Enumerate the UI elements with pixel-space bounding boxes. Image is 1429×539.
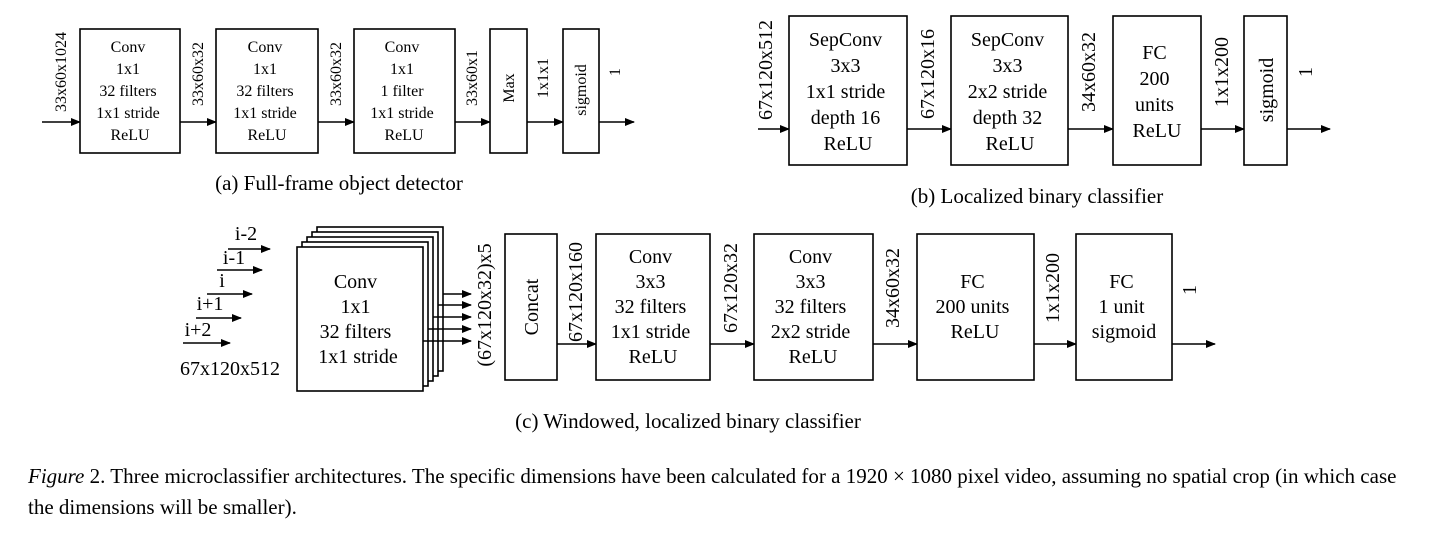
panel-c-input-label-4: i+1 [197,293,224,315]
panel-a: Conv 1x1 32 filters 1x1 stride ReLU Conv… [42,28,635,195]
panel-c-caption: (c) Windowed, localized binary classifie… [515,409,861,433]
panel-c-conv-box-2-text: Conv 3x3 32 filters 2x2 stride ReLU [771,246,855,368]
panel-c-concat-label: Concat [521,278,543,335]
panel-c-input-label-3: i [219,270,225,292]
panel-a-conv-box-3 [353,28,456,154]
figure-caption-text: 2. Three microclassifier architectures. … [28,464,1397,519]
panel-c-conv-box-2 [753,233,874,381]
panel-b: SepConv 3x3 1x1 stride depth 16 ReLU Sep… [755,15,1331,208]
panel-a-dim-2: 33x60x32 [190,42,207,106]
panel-c-fc-box-1-text: FC 200 units ReLU [936,271,1015,343]
figure-caption-label: Figure [28,464,85,488]
panel-a-sigmoid-label: sigmoid [573,64,590,116]
panel-c-stack-layer-1 [296,246,424,392]
architecture-diagram: Conv 1x1 32 filters 1x1 stride ReLU Conv… [42,15,1331,433]
panel-b-sigmoid-label: sigmoid [1256,58,1278,122]
panel-a-max-box [489,28,528,154]
panel-b-dim-4: 1x1x200 [1211,37,1233,107]
panel-b-dim-2: 67x120x16 [917,29,939,119]
panel-c-input-label-1: i-2 [235,223,257,245]
panel-c: i-2 i-1 i i+1 i+2 67x120x512 Conv 1x1 32… [180,223,1216,433]
panel-a-dim-3: 33x60x32 [328,42,345,106]
panel-a-conv-box-2-text: Conv 1x1 32 filters 1x1 stride ReLU [233,39,301,144]
panel-c-conv-stack: Conv 1x1 32 filters 1x1 stride [296,226,444,392]
panel-c-conv-box-1 [595,233,711,381]
panel-c-dim-4: 34x60x32 [882,248,904,328]
panel-c-fc-box-2 [1075,233,1173,381]
panel-c-input-label-5: i+2 [185,319,212,341]
panel-c-dim-1: (67x120x32)x5 [474,243,496,366]
panel-b-fc-box [1112,15,1202,166]
panel-c-input-label-2: i-1 [223,247,245,269]
panel-b-dim-5: 1 [1295,67,1317,77]
panel-a-conv-box-1-text: Conv 1x1 32 filters 1x1 stride ReLU [96,39,164,144]
panel-b-caption: (b) Localized binary classifier [911,184,1163,208]
panel-c-fc-box-2-text: FC 1 unit sigmoid [1092,271,1156,343]
panel-c-dim-5: 1x1x200 [1042,253,1064,323]
panel-b-sigmoid-box [1243,15,1288,166]
panel-b-dim-1: 67x120x512 [755,20,777,120]
panel-c-concat-box [504,233,558,381]
panel-a-conv-box-2 [215,28,319,154]
panel-a-sigmoid-box [562,28,600,154]
panel-a-dim-4: 33x60x1 [464,50,481,106]
panel-a-conv-box-1 [79,28,181,154]
panel-c-conv-box-1-text: Conv 3x3 32 filters 1x1 stride ReLU [611,246,695,368]
panel-b-dim-3: 34x60x32 [1078,32,1100,112]
panel-a-dim-6: 1 [607,68,624,76]
panel-a-caption: (a) Full-frame object detector [215,171,463,195]
panel-c-input-dim: 67x120x512 [180,358,280,380]
panel-b-sepconv-box-2-text: SepConv 3x3 2x2 stride depth 32 ReLU [968,29,1052,155]
panel-a-max-label: Max [501,73,518,102]
panel-c-dim-3: 67x120x32 [720,243,742,333]
panel-b-fc-box-text: FC 200 units ReLU [1133,42,1182,142]
panel-b-sepconv-box-2 [950,15,1069,166]
panel-c-fc-box-1 [916,233,1035,381]
panel-a-dim-1: 33x60x1024 [53,32,70,112]
panel-a-conv-box-3-text: Conv 1x1 1 filter 1x1 stride ReLU [370,39,438,144]
panel-b-sepconv-box-1-text: SepConv 3x3 1x1 stride depth 16 ReLU [806,29,890,155]
panel-b-sepconv-box-1 [788,15,908,166]
panel-c-dim-2: 67x120x160 [565,242,587,342]
panel-a-dim-5: 1x1x1 [535,58,552,98]
figure-caption: Figure 2. Three microclassifier architec… [28,461,1398,523]
panel-c-dim-6: 1 [1179,285,1201,295]
panel-c-stack-text: Conv 1x1 32 filters 1x1 stride [318,271,398,368]
